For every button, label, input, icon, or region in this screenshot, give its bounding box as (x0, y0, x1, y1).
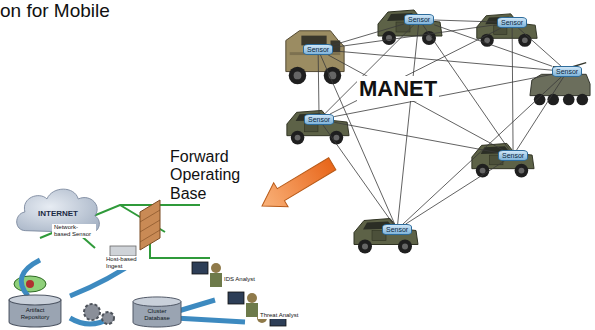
sensor-node: Sensor (404, 14, 434, 25)
database-label: Cluster Database (135, 308, 179, 321)
network-link (333, 25, 497, 48)
sensor-node: Sensor (304, 114, 334, 125)
sensor-label: Sensor (502, 152, 524, 159)
network-link (334, 74, 552, 116)
network-link (333, 24, 404, 45)
sensor-node: Sensor (382, 224, 412, 235)
network-link (398, 25, 419, 224)
sensor-label: Sensor (386, 226, 408, 233)
network-link (330, 28, 501, 114)
label-text: Threat Analyst (260, 312, 298, 319)
text-label: MANET (357, 76, 439, 101)
cloud-label: INTERNET (38, 210, 78, 219)
database-node: Artifact Repository (8, 294, 62, 328)
label-text: Network-based Sensor (54, 224, 94, 238)
label-text: MANET (359, 76, 437, 101)
sensor-label: Sensor (501, 19, 523, 26)
text-label: Threat Analyst (258, 312, 300, 319)
text-label: on for Mobile (0, 0, 110, 22)
network-link (517, 77, 564, 150)
sensor-label: Sensor (308, 116, 330, 123)
sensor-node: Sensor (303, 44, 333, 55)
sensor-label: Sensor (556, 68, 578, 75)
sensor-node: Sensor (497, 17, 527, 28)
text-label: Network-based Sensor (52, 224, 96, 238)
text-label: Host-based Ingest (104, 256, 144, 270)
text-label: IDS Analyst (222, 276, 257, 283)
network-link (434, 25, 552, 66)
sensor-node: Sensor (552, 66, 582, 77)
network-link (334, 122, 498, 152)
sensor-label: Sensor (408, 16, 430, 23)
sensor-label: Sensor (307, 46, 329, 53)
label-text: IDS Analyst (224, 276, 255, 283)
network-link (518, 28, 561, 66)
database-label: Artifact Repository (11, 307, 59, 320)
database-node: Cluster Database (132, 296, 182, 328)
label-text: on for Mobile (0, 0, 110, 22)
sensor-node: Sensor (498, 150, 528, 161)
text-label: Forward Operating Base (170, 148, 256, 203)
network-link (323, 125, 393, 224)
label-text: Forward Operating Base (170, 148, 256, 203)
network-link (512, 28, 514, 150)
network-link (318, 55, 320, 114)
label-text: Host-based Ingest (106, 256, 142, 270)
network-link (434, 20, 497, 22)
network-link (406, 161, 505, 224)
